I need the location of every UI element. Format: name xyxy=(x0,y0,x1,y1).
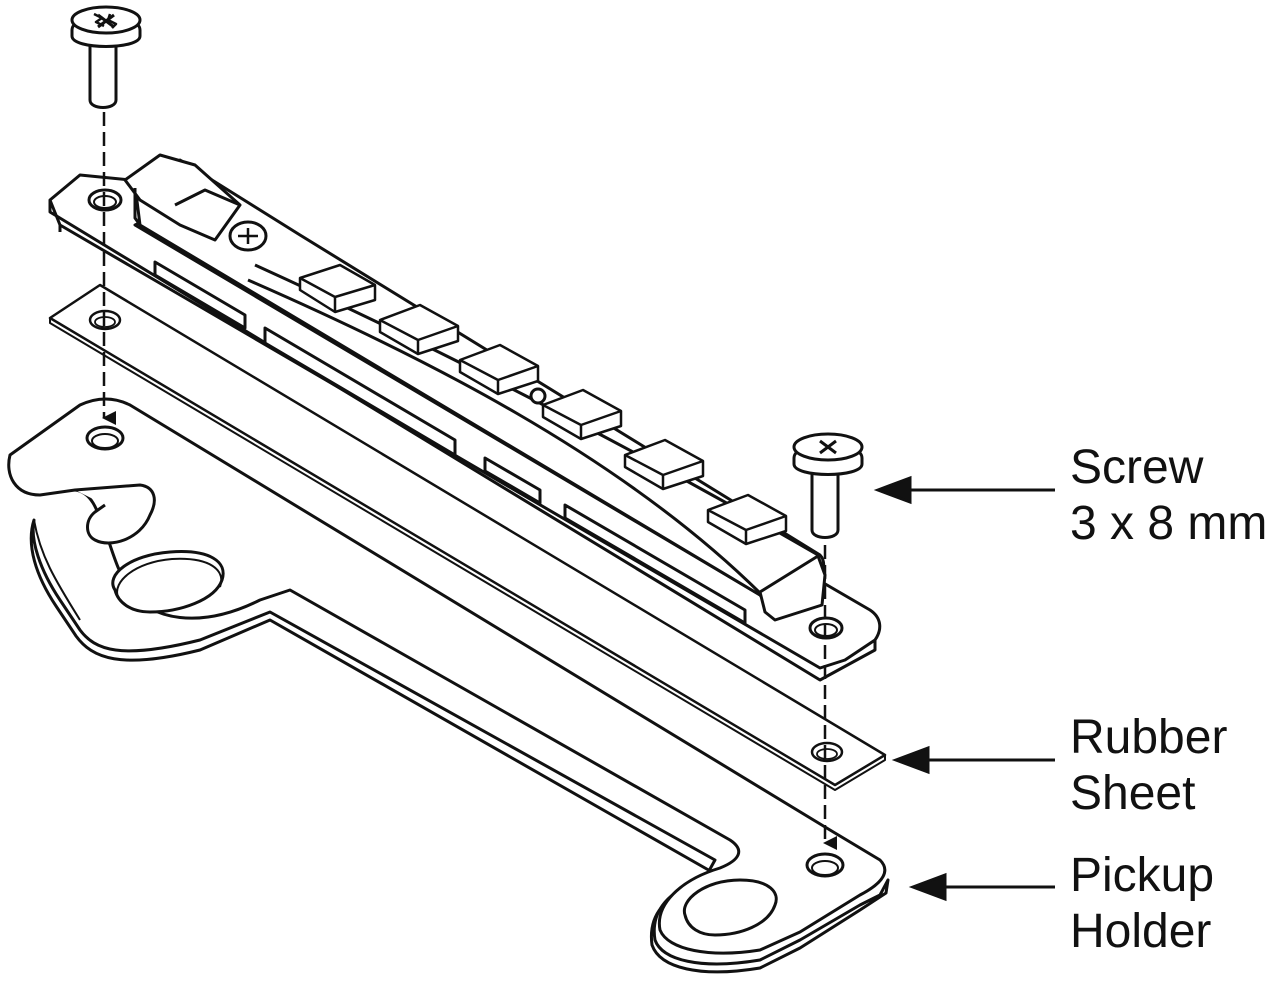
arrow-left-icon xyxy=(873,475,1055,902)
screw-label: Screw 3 x 8 mm xyxy=(1070,440,1267,552)
pickup-holder-label-line1: Pickup xyxy=(1070,849,1215,902)
screw-label-line2: 3 x 8 mm xyxy=(1070,497,1268,550)
rubber-sheet xyxy=(48,283,887,791)
rubber-sheet-label-line1: Rubber xyxy=(1070,711,1228,764)
pickup-body xyxy=(48,153,882,682)
dashed-guide-arrow xyxy=(102,112,837,850)
screw-label-line1: Screw xyxy=(1070,441,1204,494)
pickup-holder-label: Pickup Holder xyxy=(1070,848,1214,960)
pickup-holder-plate xyxy=(7,397,890,974)
pickup-holder-label-line2: Holder xyxy=(1070,905,1212,958)
screw-icon xyxy=(70,5,142,109)
rubber-sheet-label: Rubber Sheet xyxy=(1070,710,1227,822)
screw-icon xyxy=(792,432,864,539)
rubber-sheet-label-line2: Sheet xyxy=(1070,767,1196,820)
